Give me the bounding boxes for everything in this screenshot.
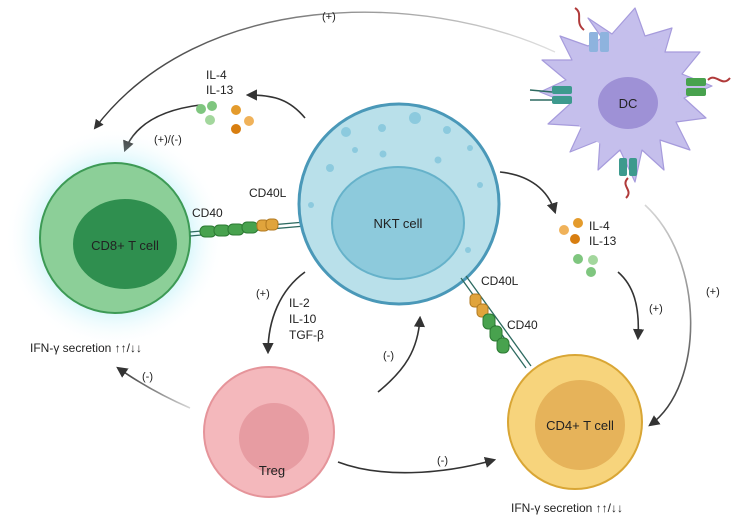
cd4-t-cell: CD4+ T cell xyxy=(507,354,643,490)
cd40-receptor-right xyxy=(482,313,496,330)
cytokine-right-il13: IL-13 xyxy=(589,234,617,248)
cd40l-ligand-right xyxy=(469,293,482,308)
sign-treg-to-cd8: (-) xyxy=(142,371,153,383)
arrow-treg-to-cd4 xyxy=(337,457,497,474)
cd40-right-label: CD40 xyxy=(507,318,538,332)
cd40-cd40l-left-synapse: CD40 CD40L xyxy=(189,186,306,238)
treg-cell: Treg xyxy=(203,366,335,498)
cytokine-top-il4: IL-4 xyxy=(206,68,227,82)
cytokine-il10: IL-10 xyxy=(289,312,317,326)
cd8-ifn-secretion: IFN-γ secretion ↑↑/↓↓ xyxy=(30,341,142,355)
cd40l-left-label: CD40L xyxy=(249,186,287,200)
cd4-ifn-secretion: IFN-γ secretion ↑↑/↓↓ xyxy=(511,501,623,515)
treg-label: Treg xyxy=(259,463,285,478)
sign-dc-to-cd4: (+) xyxy=(706,286,720,298)
cd4-nucleus xyxy=(535,380,625,470)
treg-nucleus xyxy=(239,403,309,473)
cd40l-cd40-right-synapse: CD40L CD40 xyxy=(460,274,538,369)
sign-il4-to-cd8: (+)/(-) xyxy=(154,134,182,146)
arrow-dc-to-cd8 xyxy=(93,11,556,130)
cytokines-treg: IL-2 IL-10 TGF-β xyxy=(289,296,324,342)
nkt-granules xyxy=(308,112,483,253)
cd8-t-cell: CD8+ T cell xyxy=(5,128,225,348)
dendritic-cell: DC xyxy=(529,7,731,199)
cd8-label: CD8+ T cell xyxy=(91,238,159,253)
cytokine-il2: IL-2 xyxy=(289,296,310,310)
dc-receptor-top xyxy=(574,7,609,52)
cd4-label: CD4+ T cell xyxy=(546,418,614,433)
sign-treg-to-nkt: (-) xyxy=(383,350,394,362)
sign-treg-to-cd4: (-) xyxy=(437,455,448,467)
cd8-nucleus xyxy=(73,199,177,289)
arrow-dc-to-cd4 xyxy=(644,204,692,427)
sign-nkt-to-treg: (+) xyxy=(256,288,270,300)
nkt-nucleus xyxy=(331,166,465,280)
dc-receptor-left xyxy=(529,86,572,104)
arrow-nkt-to-il4-left xyxy=(245,89,306,119)
nkt-cell: NKT cell xyxy=(297,102,501,306)
arrow-treg-to-nkt xyxy=(377,315,426,393)
arrow-nkt-to-treg xyxy=(262,271,306,355)
sign-dc-to-cd8: (+) xyxy=(322,11,336,23)
cd40l-right-label: CD40L xyxy=(481,274,519,288)
arrow-il4-to-cd4 xyxy=(617,271,645,341)
sign-il4-to-cd4: (+) xyxy=(649,303,663,315)
dc-label: DC xyxy=(619,96,638,111)
nkt-label: NKT cell xyxy=(374,216,423,231)
cytokine-top-il13: IL-13 xyxy=(206,83,234,97)
arrow-nkt-to-il4-right xyxy=(499,171,558,215)
arrow-treg-to-cd8 xyxy=(116,366,191,409)
cytokine-right-il4: IL-4 xyxy=(589,219,610,233)
dc-receptor-bottom xyxy=(619,158,637,199)
cytokines-top-left: IL-4 IL-13 xyxy=(196,68,254,134)
cytokines-right: IL-4 IL-13 xyxy=(559,218,617,277)
cd40-left-label: CD40 xyxy=(192,206,223,220)
dc-nucleus xyxy=(598,77,658,129)
dc-receptor-right xyxy=(686,76,731,96)
cytokine-tgfb: TGF-β xyxy=(289,328,324,342)
